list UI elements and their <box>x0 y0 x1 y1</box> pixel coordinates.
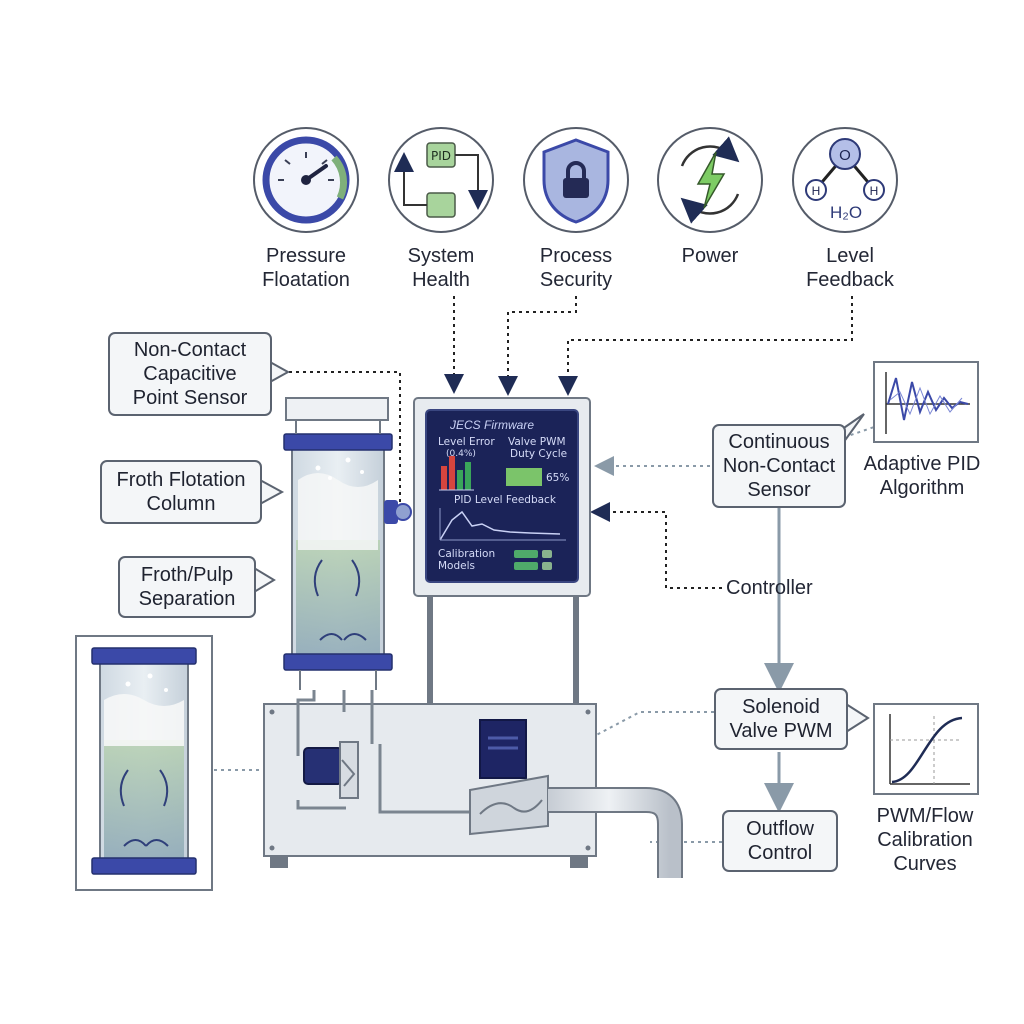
shield-lock-icon <box>523 127 629 233</box>
pressure-label: Pressure Floatation <box>262 245 350 291</box>
water-formula: H₂O <box>830 203 862 222</box>
power-label: Power <box>681 245 739 267</box>
controller-label: Controller <box>726 577 813 599</box>
pid-feedback-label: PID Level Feedback <box>454 494 556 506</box>
valve-pwm-label: Valve PWM <box>508 436 566 448</box>
base-cabinet <box>263 690 683 878</box>
continuous-sensor-callout: Continuous Non-Contact Sensor <box>712 424 846 508</box>
water-molecule-icon: O H H H₂O <box>792 127 898 233</box>
capacitive-sensor-callout: Non-Contact Capacitive Point Sensor <box>108 332 272 416</box>
solenoid-valve-callout: Solenoid Valve PWM <box>714 688 848 750</box>
level-error-value: (0.4%) <box>446 449 476 459</box>
level-feedback-label: Level Feedback <box>806 245 894 291</box>
lightning-cycle-icon <box>657 127 763 233</box>
duty-cycle-label: Duty Cycle <box>510 448 568 460</box>
firmware-title: JECS Firmware <box>450 418 535 432</box>
separation-callout: Froth/Pulp Separation <box>118 556 256 618</box>
gray-connectors <box>214 424 881 843</box>
calibration-curves-label: PWM/Flow Calibration Curves <box>876 805 974 875</box>
pid-loop-icon: PID <box>388 127 494 233</box>
controller-unit <box>413 397 591 704</box>
gauge-icon <box>253 127 359 233</box>
calibration-label: Calibration <box>438 548 496 560</box>
outflow-control-callout: Outflow Control <box>722 810 838 872</box>
inset-column-detail <box>75 635 213 891</box>
adaptive-pid-chart <box>873 361 979 443</box>
oxygen-label: O <box>839 147 851 164</box>
hydrogen-label-left: H <box>812 184 821 198</box>
adaptive-pid-label: Adaptive PID Algorithm <box>863 453 981 499</box>
calibration-curve-chart <box>873 703 979 795</box>
froth-column-callout: Froth Flotation Column <box>100 460 262 524</box>
froth-flotation-column <box>283 397 412 690</box>
hydrogen-label-right: H <box>870 184 879 198</box>
process-security-label: Process Security <box>539 245 613 291</box>
duty-cycle-value: 65% <box>546 472 570 484</box>
level-error-label: Level Error <box>438 436 495 448</box>
pid-icon-text: PID <box>431 149 451 163</box>
system-health-label: System Health <box>407 245 475 291</box>
models-label: Models <box>438 560 475 572</box>
